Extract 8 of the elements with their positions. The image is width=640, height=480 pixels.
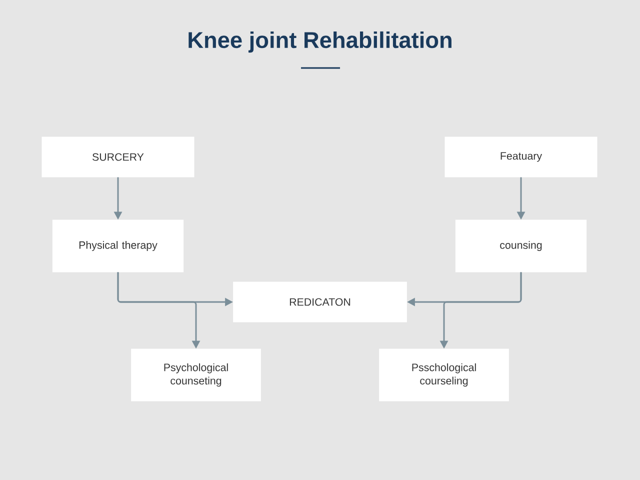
process-box: SURCERY	[42, 136, 194, 178]
process-box: Psychological counseting	[131, 348, 261, 402]
title: Knee joint Rehabilitation	[188, 31, 452, 53]
process-box: REDICATON	[233, 282, 407, 322]
process-box: Featuary	[444, 136, 598, 178]
process-box: Psschological courseling	[379, 348, 509, 402]
process-box: counsing	[455, 220, 587, 272]
process-box: Physical therapy	[52, 220, 184, 272]
